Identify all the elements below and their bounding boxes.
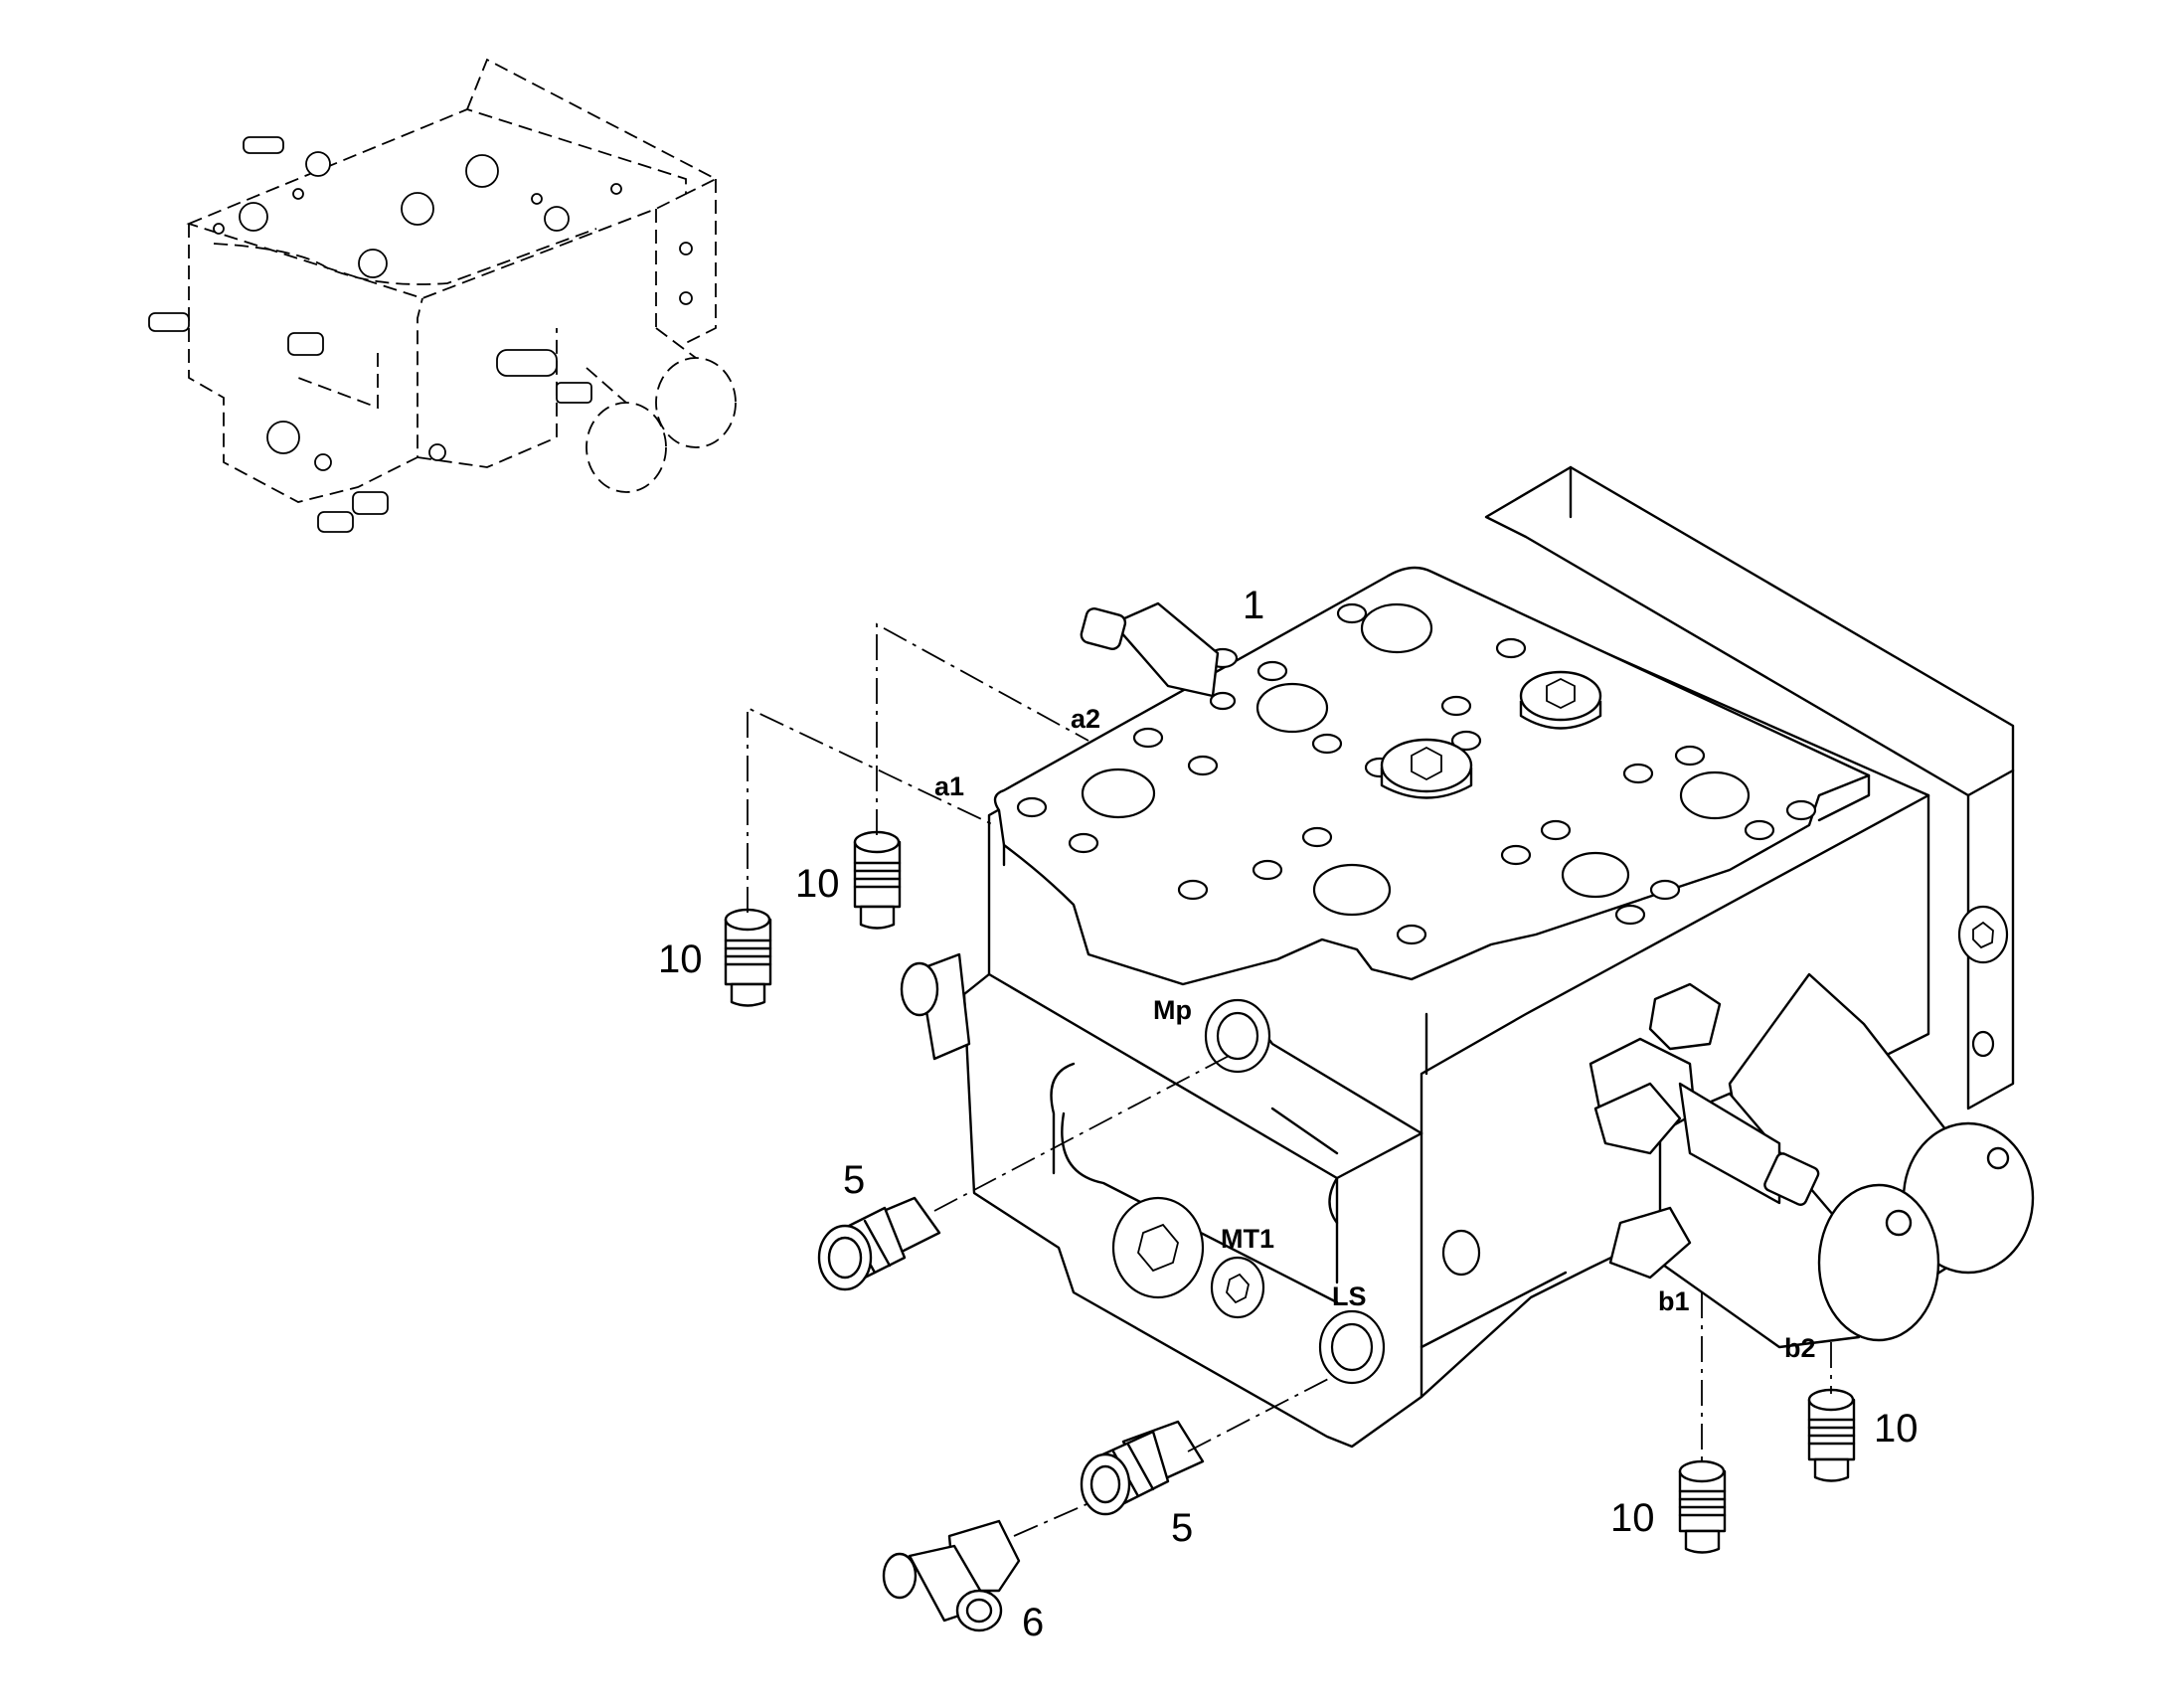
elbow-fitting-icon — [882, 1519, 1021, 1632]
callout-part-5: 5 — [1171, 1506, 1193, 1550]
manual-override-icon — [1588, 982, 1820, 1280]
port-label-b2: b2 — [1784, 1333, 1816, 1363]
port-label-a1: a1 — [934, 771, 964, 801]
plug-fitting-icon — [1807, 1388, 1856, 1482]
callout-part-10: 10 — [795, 862, 840, 906]
mt1-port-icon — [1210, 1256, 1265, 1319]
valve-block — [900, 465, 2035, 1449]
adapter-fitting-icon — [1080, 1420, 1205, 1516]
callout-part-6: 6 — [1022, 1601, 1044, 1644]
assembly-lines — [747, 622, 1832, 1537]
plug-fitting-icon — [724, 908, 772, 1007]
port-label-mp: Mp — [1153, 995, 1192, 1025]
plug-fitting-icon — [853, 830, 902, 930]
pilot-stub — [1080, 601, 1220, 698]
port-label-mt1: MT1 — [1221, 1224, 1274, 1254]
callout-labels: 1 10 10 5 5 6 10 10 a2 a1 Mp MT1 LS b1 b… — [658, 584, 1919, 1644]
port-label-a2: a2 — [1071, 704, 1100, 734]
callout-part-10: 10 — [658, 938, 703, 981]
callout-part-10: 10 — [1610, 1496, 1655, 1540]
hex-socket-plug-icon — [1380, 670, 1602, 799]
front-plug-icon — [1111, 1196, 1205, 1299]
port-label-b1: b1 — [1658, 1286, 1690, 1316]
plug-fitting-icon — [1678, 1459, 1727, 1554]
overview-thumbnail — [148, 58, 737, 533]
port-label-ls: LS — [1332, 1281, 1367, 1311]
adapter-fitting-icon — [817, 1196, 941, 1291]
callout-part-5: 5 — [843, 1158, 865, 1202]
side-fitting — [900, 952, 971, 1061]
callout-part-1: 1 — [1243, 584, 1264, 627]
callout-part-10: 10 — [1874, 1407, 1919, 1451]
